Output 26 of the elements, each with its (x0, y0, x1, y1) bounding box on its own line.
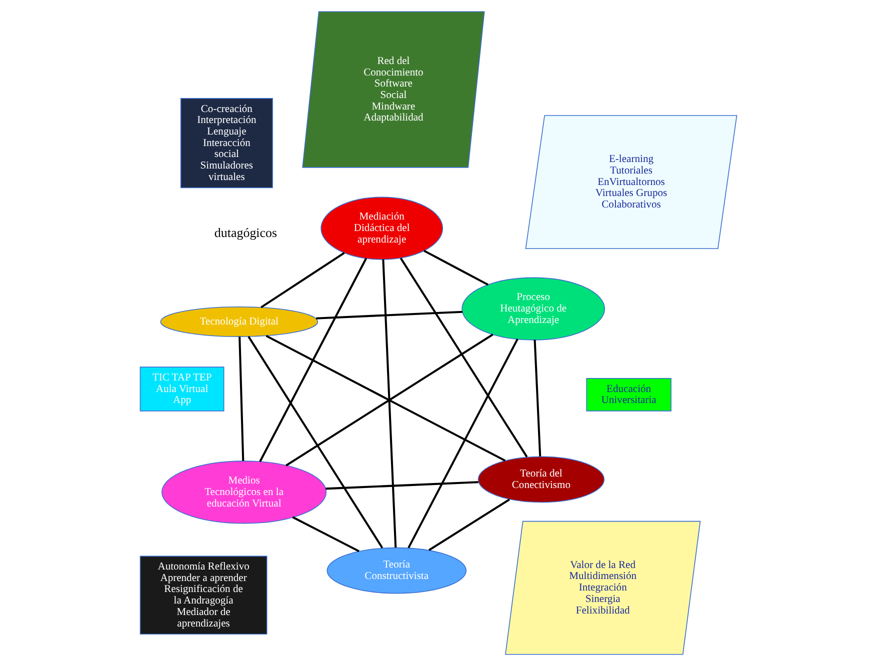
connector (292, 516, 360, 552)
connector (326, 481, 478, 490)
node-ellipse: Teoría del Conectivismo (478, 456, 605, 503)
connector (400, 258, 528, 458)
label: dutagógicos (214, 225, 278, 240)
node-ellipse: Proceso Heutagógico de Aprendizaje (462, 277, 606, 340)
connector (316, 310, 462, 320)
node-ellipse: Mediación Didáctica del aprendizaje (320, 196, 444, 260)
node-box: Educación Universitaria (586, 378, 672, 412)
connector (260, 252, 345, 308)
connector (259, 258, 368, 462)
node-ellipse: Medios Tecnológicos en la educación Virtual (161, 460, 327, 524)
node-ellipse: Tecnología Digital (160, 306, 318, 337)
connector (534, 340, 542, 456)
connector (382, 259, 397, 548)
connector (266, 334, 506, 462)
connector (238, 336, 244, 461)
connector (248, 336, 384, 548)
node-box: Autonomía Reflexivo Aprender a aprender Resignificación de la Andragogía Mediador de aprendizajes (140, 556, 268, 634)
node-box: Co-creación Interpretación Lenguaje Interacción social Simuladores virtuales (180, 98, 273, 188)
node-ellipse: Teoría Constructivista (326, 547, 467, 594)
connector (286, 334, 494, 466)
node-box: TIC TAP TEP Aula Virtual App (140, 366, 224, 412)
connector (424, 250, 489, 286)
connector (408, 338, 518, 548)
connector (428, 498, 510, 551)
